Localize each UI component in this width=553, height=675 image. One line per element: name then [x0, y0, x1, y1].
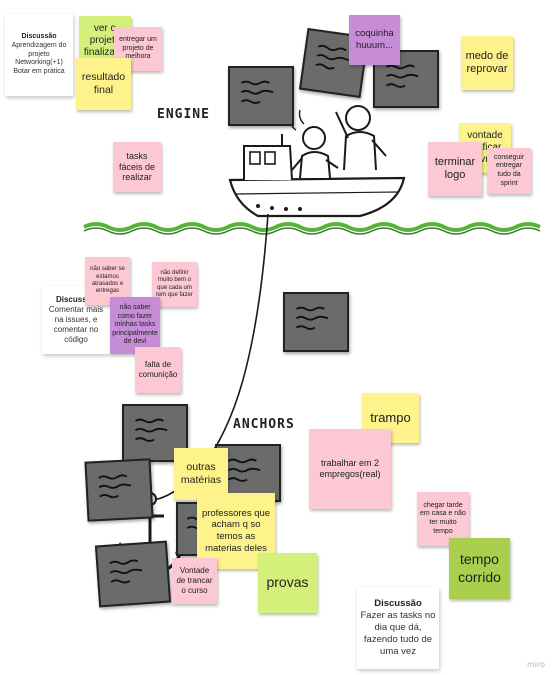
sticky-note[interactable]: resultado final: [76, 58, 131, 110]
discussion-card[interactable]: Discussão Aprendizagem do projeto Networ…: [5, 14, 73, 96]
sticky-note-text: falta de comunição: [138, 360, 178, 379]
sticky-note[interactable]: Vontade de trancar o curso: [172, 558, 217, 604]
boat-hull: [228, 176, 406, 218]
sticky-note[interactable]: outras matérias: [174, 448, 228, 500]
blank-card[interactable]: [94, 540, 172, 608]
sticky-note-text: tasks fáceis de realizar: [118, 150, 156, 183]
sticky-note-text: coquinha huuum...: [355, 28, 394, 51]
discussion-card[interactable]: Discussão Fazer as tasks no dia que dá, …: [357, 587, 439, 669]
discussion-text: Fazer as tasks no dia que dá, fazendo tu…: [360, 610, 436, 657]
sticky-note-text: terminar logo: [434, 155, 476, 181]
sticky-note-text: tempo corrido: [458, 551, 501, 585]
sticky-note-text: medo de reprovar: [465, 49, 509, 75]
sticky-note[interactable]: provas: [258, 553, 317, 613]
sticky-note[interactable]: chegar tarde em casa e não ter muito tem…: [417, 492, 469, 546]
sticky-note-text: não saber como fazer minhas tasks princi…: [112, 304, 158, 346]
sticky-note-text: entregar um projeto de melhora: [119, 36, 157, 61]
sticky-note[interactable]: professores que acham q so temos as mate…: [197, 493, 275, 569]
blank-card[interactable]: [283, 292, 349, 352]
sticky-note-text: não definir muito bem o que cada um tem …: [156, 269, 193, 298]
engine-label: ENGINE: [157, 107, 210, 122]
sticky-note-text: Vontade de trancar o curso: [176, 566, 213, 595]
sticky-note-text: conseguir entregar tudo da sprint: [493, 153, 525, 187]
sticky-note-text: não saber se estamos atrasados e entrega…: [90, 266, 125, 295]
discussion-text: Aprendizagem do projeto Networking(+1) B…: [11, 41, 67, 76]
sticky-note[interactable]: falta de comunição: [135, 347, 181, 393]
sticky-note[interactable]: coquinha huuum...: [349, 15, 400, 65]
boat-cabin: [243, 145, 293, 181]
discussion-title: Discussão: [55, 295, 97, 304]
sticky-note-text: vontade de ficar livre: [467, 129, 503, 166]
anchors-label: ANCHORS: [233, 417, 295, 432]
sticky-note[interactable]: medo de reprovar: [461, 36, 513, 90]
discussion-title: Discussão: [374, 598, 422, 610]
sticky-note[interactable]: tempo corrido: [449, 538, 510, 599]
sticky-note[interactable]: terminar logo: [428, 142, 482, 196]
sticky-note-text: professores que acham q so temos as mate…: [201, 507, 271, 554]
sticky-note-text: chegar tarde em casa e não ter muito tem…: [420, 501, 466, 535]
blank-card[interactable]: [298, 27, 370, 99]
sticky-note[interactable]: tasks fáceis de realizar: [113, 142, 161, 192]
sticky-note-text: trampo: [370, 410, 411, 426]
sticky-note-text: trabalhar em 2 empregos(real): [319, 458, 381, 479]
miro-logo: miro: [526, 660, 545, 669]
blank-card[interactable]: [84, 458, 154, 522]
discussion-text: Comentar mais na issues, e comentar no c…: [48, 305, 104, 344]
discussion-title: Discussão: [21, 33, 57, 41]
sticky-note-text: provas: [266, 574, 309, 591]
sticky-note[interactable]: trabalhar em 2 empregos(real): [309, 429, 391, 509]
blank-card[interactable]: [228, 66, 294, 126]
sticky-note-text: resultado final: [81, 71, 126, 96]
sticky-note-text: outras matérias: [180, 461, 222, 486]
water-line: [83, 222, 541, 232]
sticky-note-text: ver o projeto finalizado: [83, 22, 127, 59]
sticky-note[interactable]: não saber como fazer minhas tasks princi…: [110, 297, 160, 354]
sticky-note[interactable]: conseguir entregar tudo da sprint: [487, 148, 531, 194]
